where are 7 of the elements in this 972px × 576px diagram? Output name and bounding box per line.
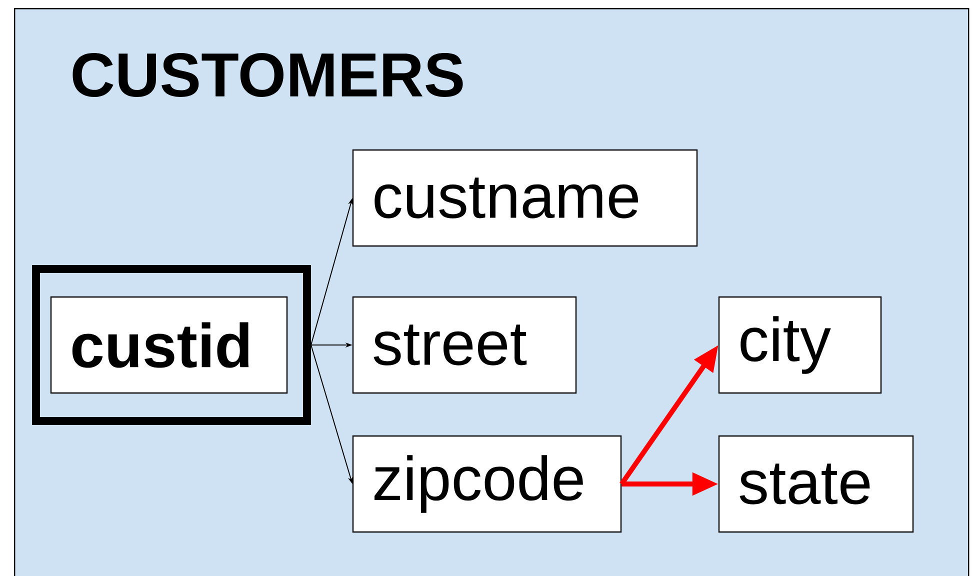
attribute-box: state [718, 435, 914, 533]
attribute-box: street [352, 296, 577, 394]
attribute-box: custname [352, 149, 698, 247]
key-attribute-box: custid [50, 296, 288, 394]
attribute-box: city [718, 296, 882, 394]
attribute-box: zipcode [352, 435, 622, 533]
key-frame [32, 265, 311, 425]
